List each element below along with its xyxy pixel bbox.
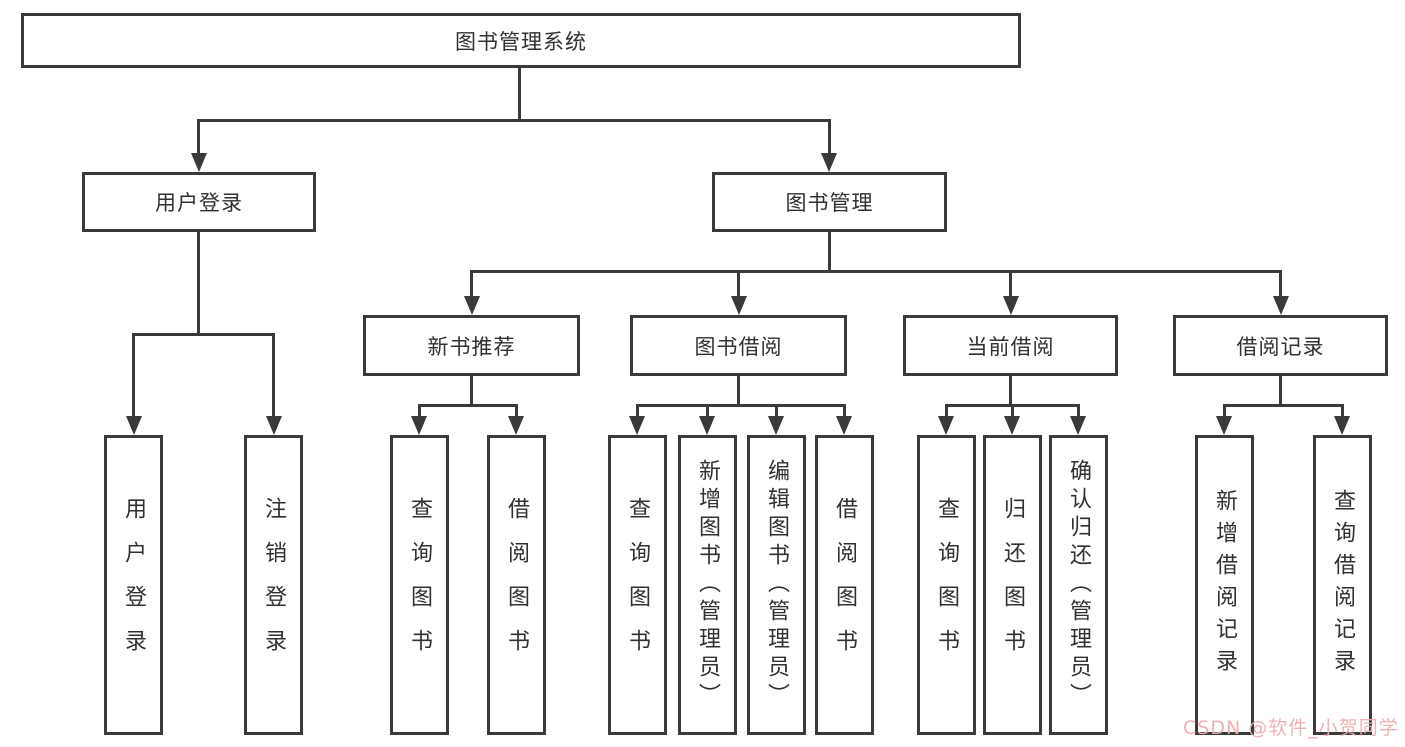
connector-line bbox=[515, 404, 518, 418]
connector-line bbox=[1223, 404, 1344, 407]
connector-line bbox=[132, 333, 274, 336]
connector-line bbox=[1341, 404, 1344, 418]
node-new-book-recommend: 新书推荐 bbox=[363, 315, 580, 376]
leaf-query-books-current: 查询图书 bbox=[917, 435, 976, 735]
arrow-down-icon bbox=[699, 416, 715, 435]
connector-line bbox=[418, 404, 518, 407]
arrow-down-icon bbox=[821, 153, 837, 172]
arrow-down-icon bbox=[411, 416, 427, 435]
connector-line bbox=[636, 404, 639, 418]
leaf-confirm-return-admin: 确认归还（管理员） bbox=[1049, 435, 1108, 735]
connector-line bbox=[197, 119, 200, 155]
arrow-down-icon bbox=[1003, 296, 1019, 315]
csdn-watermark: CSDN @软件_小贺同学 bbox=[1183, 717, 1399, 739]
arrow-down-icon bbox=[1273, 296, 1289, 315]
connector-line bbox=[737, 270, 740, 298]
connector-line bbox=[272, 333, 275, 417]
node-user-login: 用户登录 bbox=[82, 172, 316, 232]
arrow-down-icon bbox=[1004, 416, 1020, 435]
leaf-borrow-books: 借阅图书 bbox=[815, 435, 874, 735]
leaf-query-borrow-record: 查询借阅记录 bbox=[1313, 435, 1372, 735]
connector-line bbox=[636, 404, 846, 407]
leaf-add-borrow-record: 新增借阅记录 bbox=[1195, 435, 1254, 735]
connector-line bbox=[470, 270, 1282, 273]
leaf-edit-books-admin: 编辑图书（管理员） bbox=[747, 435, 806, 735]
node-borrow-records: 借阅记录 bbox=[1173, 315, 1388, 376]
connector-line bbox=[1223, 404, 1226, 418]
connector-line bbox=[1009, 376, 1012, 407]
leaf-user-login: 用户登录 bbox=[104, 435, 163, 735]
leaf-add-books-admin: 新增图书（管理员） bbox=[678, 435, 737, 735]
arrow-down-icon bbox=[266, 416, 282, 435]
connector-line bbox=[1279, 376, 1282, 407]
connector-line bbox=[828, 232, 831, 273]
arrow-down-icon bbox=[1334, 416, 1350, 435]
connector-line bbox=[1009, 270, 1012, 298]
arrow-down-icon bbox=[836, 416, 852, 435]
arrow-down-icon bbox=[464, 296, 480, 315]
leaf-borrow-books-recommend: 借阅图书 bbox=[487, 435, 546, 735]
connector-line bbox=[775, 404, 778, 418]
connector-line bbox=[1279, 270, 1282, 298]
connector-line bbox=[418, 404, 421, 418]
node-current-borrow: 当前借阅 bbox=[903, 315, 1118, 376]
connector-line bbox=[197, 232, 200, 336]
arrow-down-icon bbox=[1070, 416, 1086, 435]
connector-line bbox=[470, 270, 473, 298]
leaf-return-books: 归还图书 bbox=[983, 435, 1042, 735]
connector-line bbox=[828, 119, 831, 155]
node-book-borrow: 图书借阅 bbox=[630, 315, 847, 376]
connector-line bbox=[1011, 404, 1014, 418]
arrow-down-icon bbox=[629, 416, 645, 435]
connector-line bbox=[737, 376, 740, 407]
leaf-query-books-recommend: 查询图书 bbox=[390, 435, 449, 735]
connector-line bbox=[706, 404, 709, 418]
arrow-down-icon bbox=[508, 416, 524, 435]
arrow-down-icon bbox=[768, 416, 784, 435]
arrow-down-icon bbox=[126, 416, 142, 435]
connector-line bbox=[470, 376, 473, 407]
node-book-management: 图书管理 bbox=[712, 172, 947, 232]
arrow-down-icon bbox=[731, 296, 747, 315]
connector-line bbox=[518, 67, 521, 121]
connector-line bbox=[843, 404, 846, 418]
leaf-query-books-borrow: 查询图书 bbox=[608, 435, 667, 735]
connector-line bbox=[945, 404, 948, 418]
node-root-system: 图书管理系统 bbox=[21, 13, 1021, 68]
leaf-logout: 注销登录 bbox=[244, 435, 303, 735]
arrow-down-icon bbox=[191, 153, 207, 172]
connector-line bbox=[1077, 404, 1080, 418]
arrow-down-icon bbox=[1216, 416, 1232, 435]
connector-line bbox=[132, 333, 135, 417]
connector-line bbox=[197, 119, 831, 122]
arrow-down-icon bbox=[938, 416, 954, 435]
